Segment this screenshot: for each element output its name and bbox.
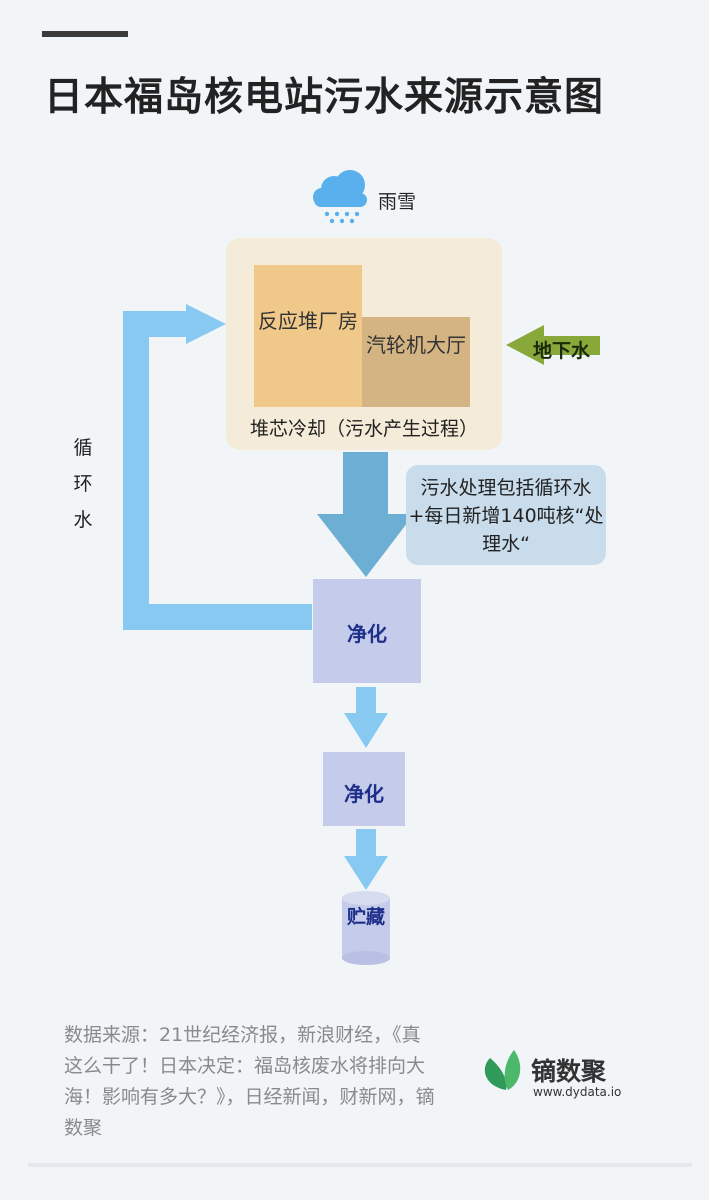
turbine-hall [362, 317, 470, 407]
main-down-arrow [317, 452, 414, 577]
cycle-water-label: 循环水 [73, 437, 93, 531]
reactor-building [254, 265, 362, 407]
purify-box-2 [323, 752, 405, 826]
brand-url: www.dydata.io [533, 1085, 622, 1099]
groundwater-label: 地下水 [533, 340, 591, 362]
note-text: 污水处理包括循环水+每日新增140吨核“处理水“ [408, 477, 604, 555]
page-title: 日本福岛核电站污水来源示意图 [44, 75, 605, 120]
storage-label: 贮藏 [346, 906, 385, 928]
storage-tank [342, 891, 390, 965]
purify-box-1 [313, 579, 421, 683]
leaf-logo-icon [484, 1050, 521, 1090]
groundwater-arrow [506, 325, 600, 365]
down-arrow-3 [344, 829, 388, 890]
turbine-label: 汽轮机大厅 [366, 333, 466, 357]
top-accent-bar [42, 31, 128, 37]
purify-label-1: 净化 [347, 622, 387, 646]
note-box [406, 465, 606, 565]
cycle-arrow [123, 311, 312, 630]
cycle-arrow-head [186, 304, 226, 344]
purify-label-2: 净化 [344, 782, 384, 806]
down-arrow-2 [344, 687, 388, 748]
rain-label: 雨雪 [378, 191, 417, 213]
data-source: 数据来源：21世纪经济报，新浪财经，《真这么干了！日本决定：福岛核废水将排向大海… [64, 1024, 435, 1139]
brand-name: 镝数聚 [531, 1057, 607, 1086]
cloud-snow-icon [313, 170, 367, 224]
cooling-label: 堆芯冷却（污水产生过程） [249, 418, 478, 440]
reactor-label: 反应堆厂房 [258, 309, 358, 333]
bottom-dotted-bar [28, 1163, 692, 1167]
